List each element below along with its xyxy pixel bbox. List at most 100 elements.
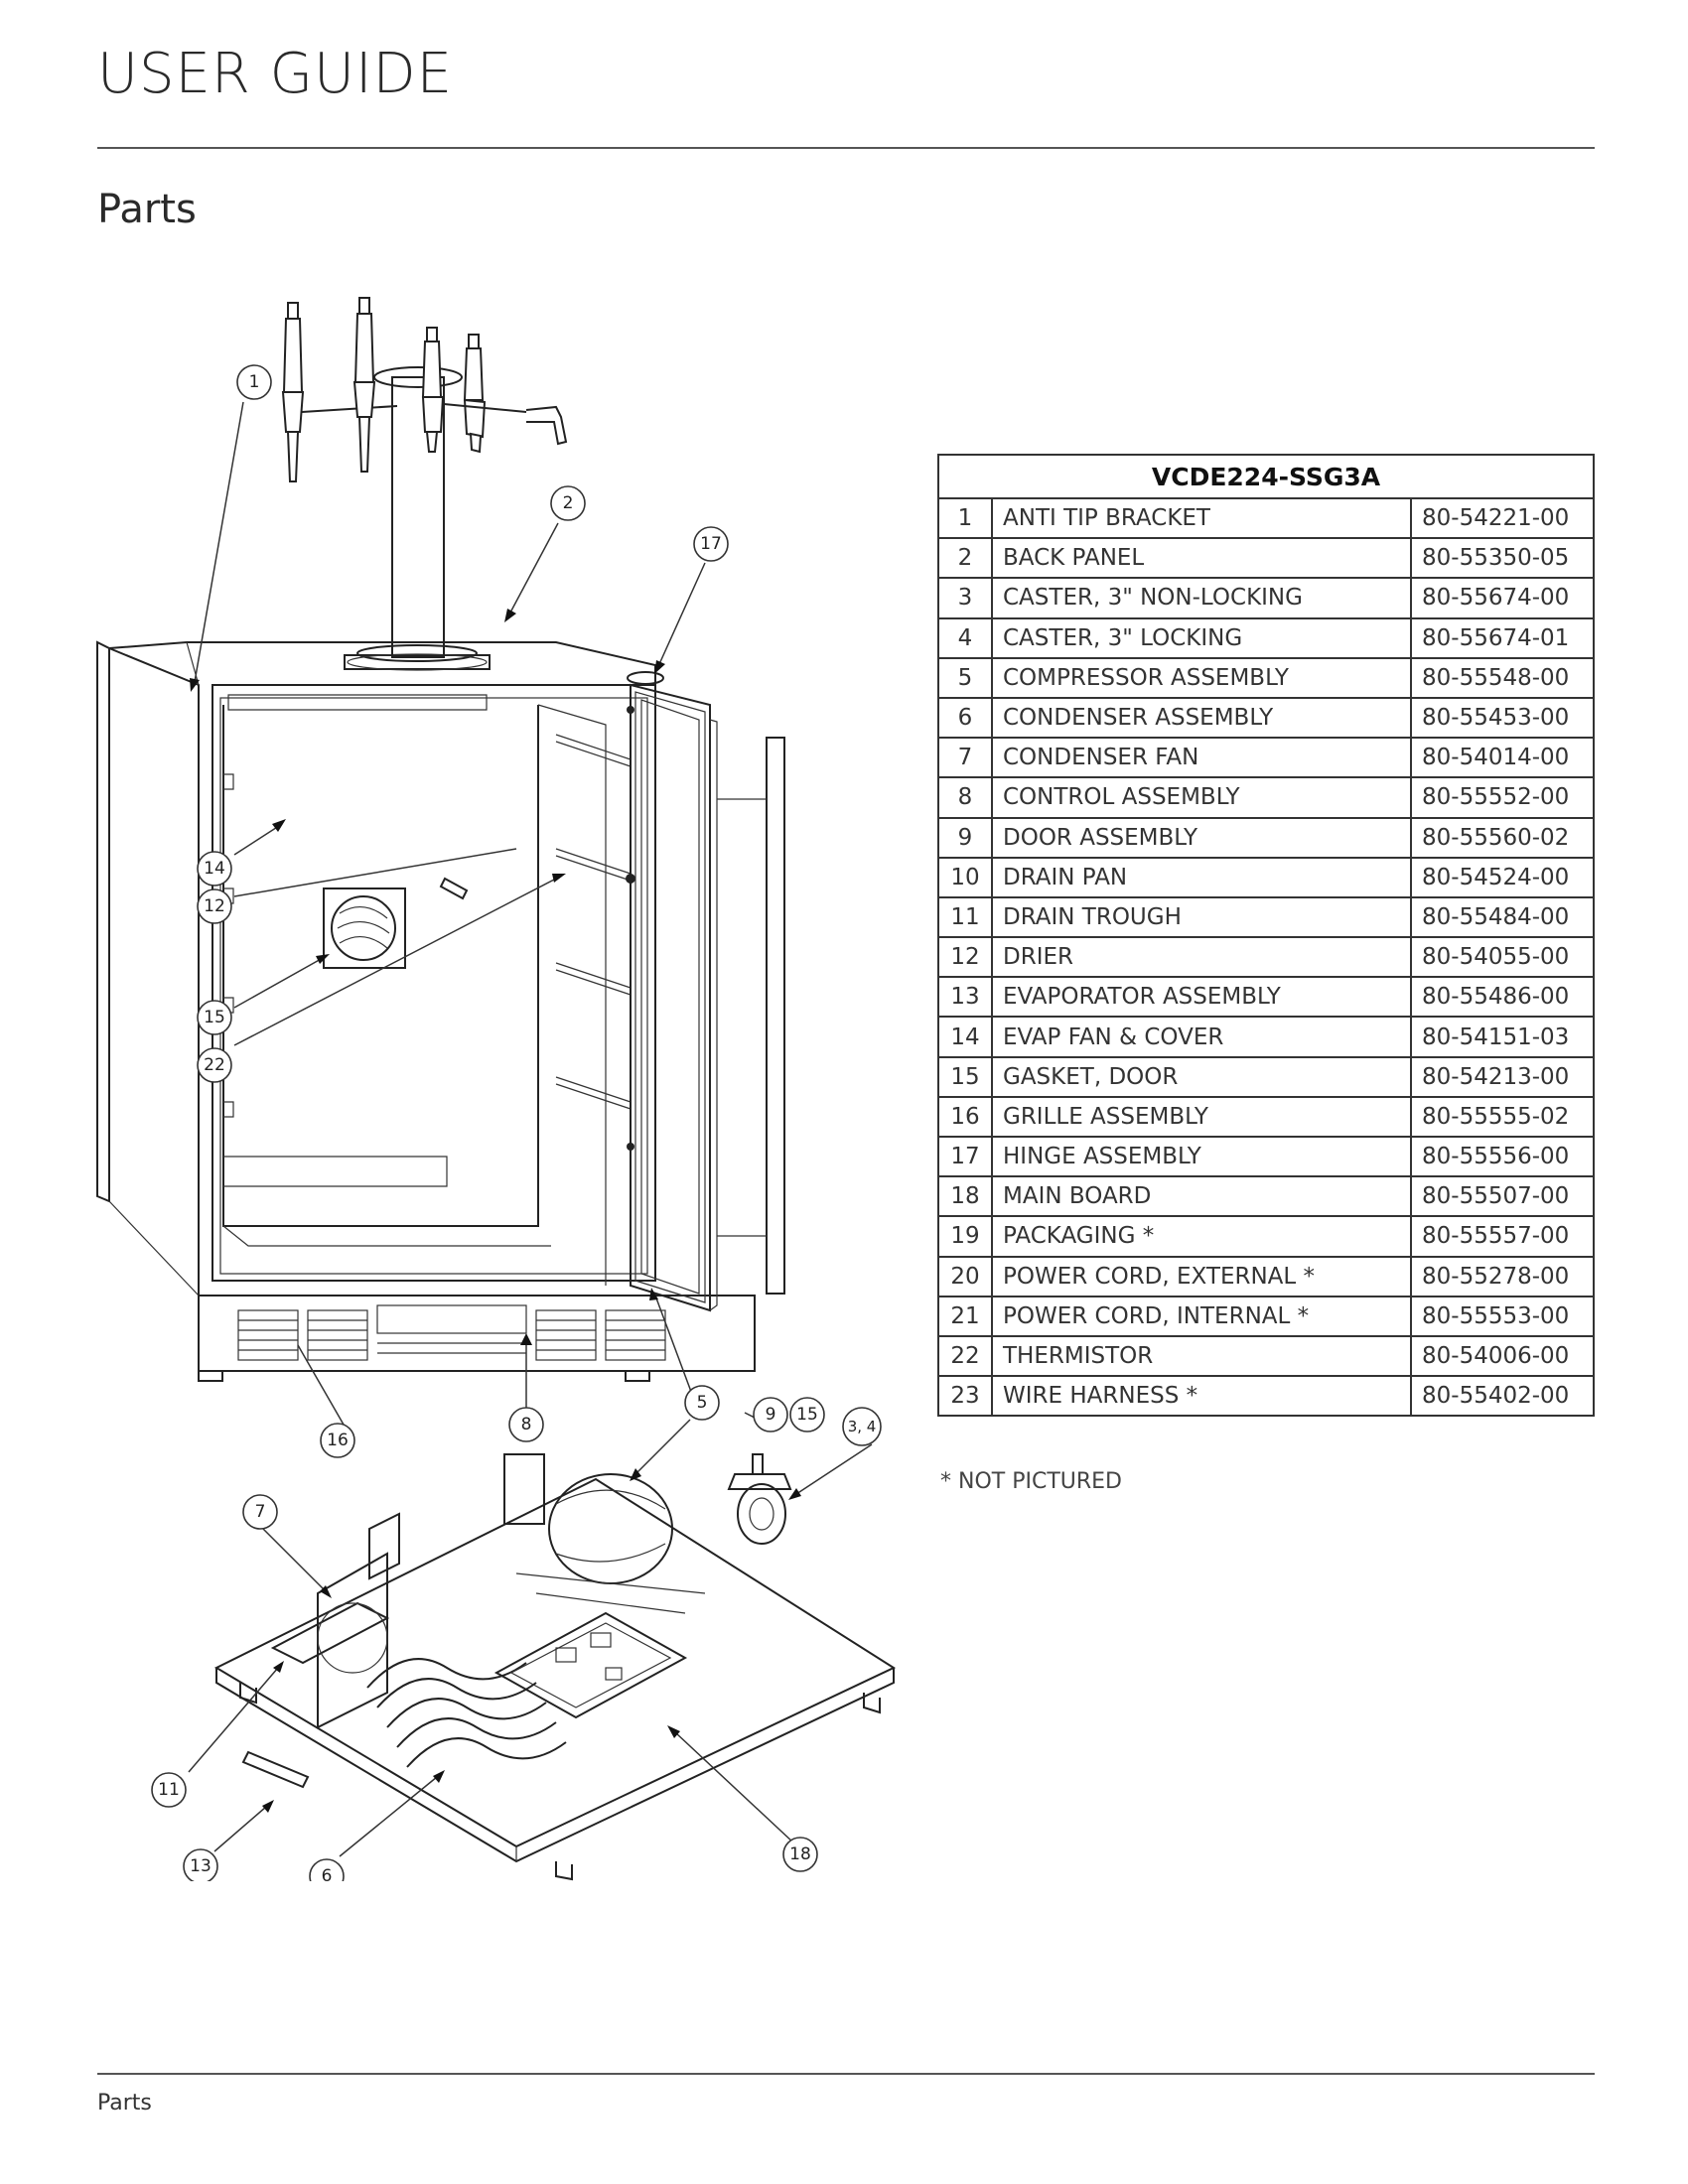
svg-text:14: 14 (204, 859, 225, 879)
svg-text:8: 8 (521, 1415, 532, 1434)
part-number: 20 (937, 1255, 993, 1297)
svg-text:11: 11 (158, 1780, 180, 1800)
part-number: 19 (937, 1215, 993, 1258)
part-part-number: 80-55278-00 (1410, 1255, 1595, 1297)
part-number: 14 (937, 1016, 993, 1058)
svg-text:22: 22 (204, 1055, 225, 1075)
part-part-number: 80-55548-00 (1410, 656, 1595, 699)
part-description: CASTER, 3" NON-LOCKING (991, 577, 1412, 619)
part-description: GASKET, DOOR (991, 1055, 1412, 1098)
part-number: 21 (937, 1295, 993, 1337)
exploded-parts-diagram: 1 2 17 14 12 15 22 16 8 5 9 (89, 283, 923, 1881)
callout-13: 13 (183, 1848, 218, 1881)
part-part-number: 80-55674-00 (1410, 577, 1595, 619)
part-description: DRAIN PAN (991, 856, 1412, 898)
part-part-number: 80-55484-00 (1410, 895, 1595, 939)
part-number: 4 (937, 616, 993, 659)
callout-1: 1 (236, 364, 272, 400)
part-number: 18 (937, 1175, 993, 1218)
part-part-number: 80-55553-00 (1410, 1295, 1595, 1337)
footnote: * NOT PICTURED (940, 1469, 1122, 1494)
callout-6: 6 (309, 1858, 345, 1881)
part-description: PACKAGING * (991, 1215, 1412, 1258)
callout-5: 5 (684, 1385, 720, 1421)
part-part-number: 80-55453-00 (1410, 696, 1595, 740)
part-description: CONDENSER ASSEMBLY (991, 696, 1412, 740)
svg-text:3, 4: 3, 4 (848, 1418, 877, 1435)
part-description: DRIER (991, 936, 1412, 979)
part-number: 23 (937, 1375, 993, 1418)
part-part-number: 80-54151-03 (1410, 1016, 1595, 1058)
part-part-number: 80-55350-05 (1410, 537, 1595, 580)
part-part-number: 80-55552-00 (1410, 776, 1595, 819)
door (627, 671, 785, 1312)
part-number: 11 (937, 895, 993, 939)
part-number: 5 (937, 656, 993, 699)
part-description: GRILLE ASSEMBLY (991, 1095, 1412, 1139)
part-number: 15 (937, 1055, 993, 1098)
part-description: ANTI TIP BRACKET (991, 496, 1412, 540)
part-number: 8 (937, 776, 993, 819)
parts-diagram-svg: 1 2 17 14 12 15 22 16 8 5 9 (96, 297, 897, 1881)
parts-table-model: VCDE224-SSG3A (937, 454, 1595, 499)
svg-text:13: 13 (190, 1856, 211, 1876)
part-description: DOOR ASSEMBLY (991, 816, 1412, 859)
svg-text:9: 9 (766, 1405, 776, 1425)
callout-22: 22 (197, 1047, 232, 1083)
section-title: Parts (97, 187, 197, 232)
part-description: MAIN BOARD (991, 1175, 1412, 1218)
cabinet (96, 640, 756, 1382)
part-description: THERMISTOR (991, 1334, 1412, 1378)
callout-15: 15 (197, 1000, 232, 1035)
part-part-number: 80-54524-00 (1410, 856, 1595, 898)
svg-text:15: 15 (796, 1405, 818, 1425)
svg-text:15: 15 (204, 1008, 225, 1027)
part-part-number: 80-55556-00 (1410, 1135, 1595, 1178)
part-number: 7 (937, 737, 993, 779)
part-part-number: 80-55402-00 (1410, 1375, 1595, 1418)
part-number: 9 (937, 816, 993, 859)
part-part-number: 80-54221-00 (1410, 496, 1595, 540)
part-number: 17 (937, 1135, 993, 1178)
part-number: 22 (937, 1334, 993, 1378)
part-description: EVAP FAN & COVER (991, 1016, 1412, 1058)
part-description: CONDENSER FAN (991, 737, 1412, 779)
beer-tower (281, 297, 568, 671)
callout-11: 11 (151, 1772, 187, 1808)
base-assembly (213, 1453, 897, 1881)
part-part-number: 80-55555-02 (1410, 1095, 1595, 1139)
part-part-number: 80-55674-01 (1410, 616, 1595, 659)
svg-text:7: 7 (255, 1502, 266, 1522)
caster (727, 1453, 792, 1545)
leader-lines (188, 401, 873, 1857)
svg-text:5: 5 (697, 1393, 708, 1413)
footer-divider (97, 2073, 1595, 2075)
part-description: COMPRESSOR ASSEMBLY (991, 656, 1412, 699)
callout-8: 8 (508, 1407, 544, 1442)
part-description: EVAPORATOR ASSEMBLY (991, 976, 1412, 1019)
part-part-number: 80-54014-00 (1410, 737, 1595, 779)
callout-12: 12 (197, 888, 232, 924)
svg-text:6: 6 (322, 1866, 333, 1881)
part-number: 3 (937, 577, 993, 619)
part-description: BACK PANEL (991, 537, 1412, 580)
part-part-number: 80-55557-00 (1410, 1215, 1595, 1258)
part-description: POWER CORD, INTERNAL * (991, 1295, 1412, 1337)
part-number: 6 (937, 696, 993, 740)
callout-15-door: 15 (789, 1397, 825, 1433)
